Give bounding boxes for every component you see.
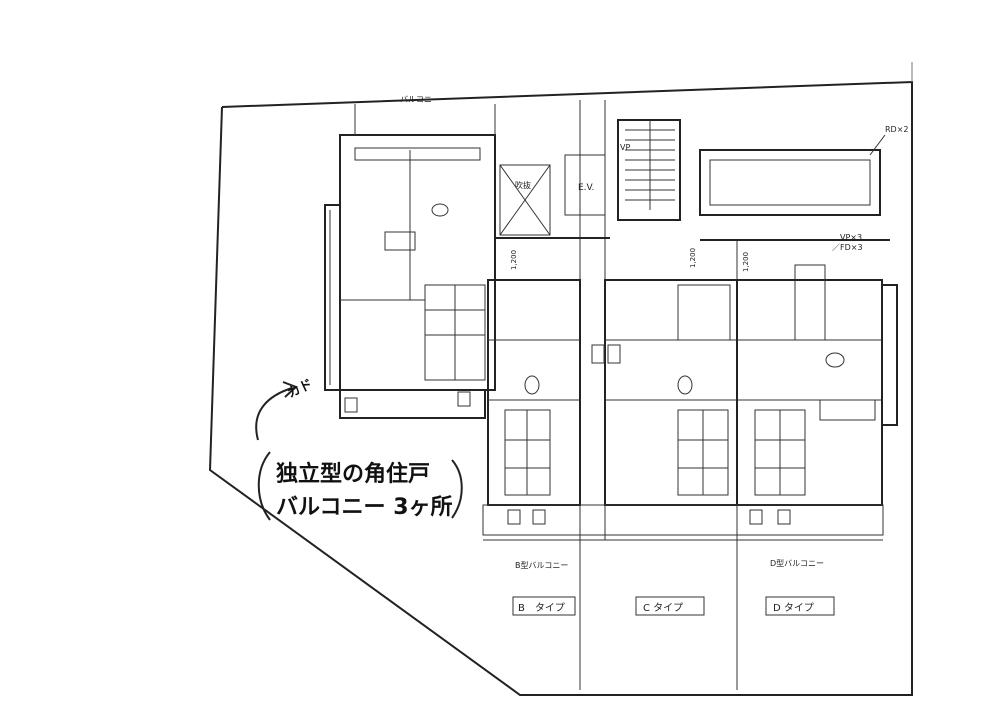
rd-label: RD×2: [885, 125, 909, 134]
svg-text:B タイプ: B タイプ: [518, 602, 565, 614]
dim-left: 1,200: [510, 250, 518, 270]
ev-label: E.V.: [578, 183, 594, 193]
unit-d: [736, 264, 898, 525]
unit-b: [487, 279, 581, 525]
vp3-label: VP×3: [840, 233, 862, 242]
dim-mid: 1,200: [689, 248, 697, 268]
hand-line2: バルコニー 3ヶ所: [276, 495, 453, 520]
type-c-label: C タイプ: [635, 596, 705, 616]
fd3-label: ／FD×3: [832, 243, 863, 252]
balcony-top-label: バルコニー: [400, 95, 440, 104]
balcony-b-label: B型バルコニー: [515, 561, 568, 570]
void-label: 吹抜: [515, 180, 531, 190]
handwritten-note: カド 独立型の角住戸 バルコニー 3ヶ所: [255, 377, 463, 521]
vp-label: VP: [620, 143, 630, 152]
svg-text:C タイプ: C タイプ: [643, 602, 683, 614]
type-d-label: D タイプ: [765, 596, 835, 616]
hand-line1: 独立型の角住戸: [276, 461, 430, 487]
core: 吹抜 E.V. VP: [499, 119, 681, 236]
hand-arrow-label: カド: [285, 377, 315, 402]
type-b-label: B タイプ: [512, 596, 576, 616]
site-boundary: [208, 80, 913, 696]
unit-c: [591, 279, 738, 506]
svg-text:D タイプ: D タイプ: [773, 602, 814, 614]
dim-right: 1,200: [742, 252, 750, 272]
balcony-d-label: D型バルコニー: [770, 559, 824, 568]
corner-unit: [324, 134, 496, 419]
